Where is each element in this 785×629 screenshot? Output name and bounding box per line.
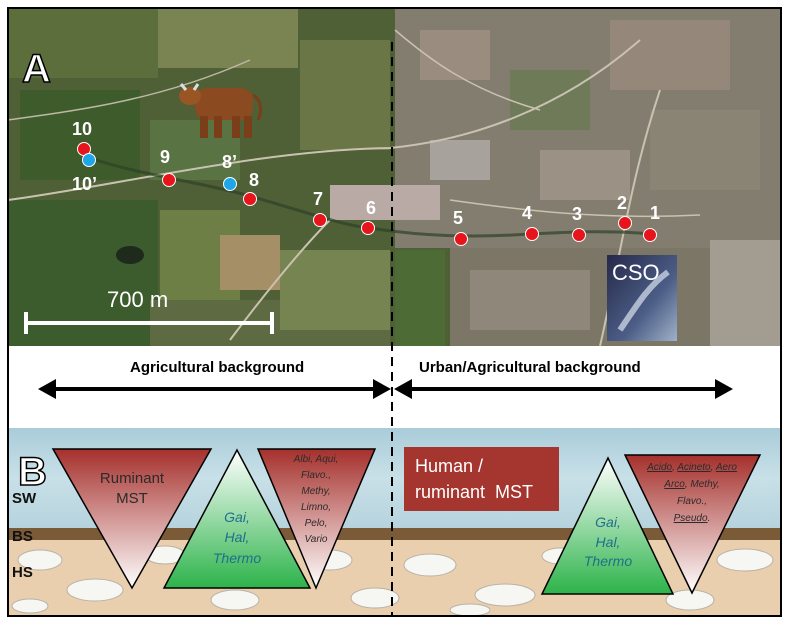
taxa-left-line4: Limno, xyxy=(301,502,331,513)
site-5 xyxy=(454,232,468,246)
cso-label: CSO xyxy=(612,260,660,285)
site-8-prime xyxy=(223,177,237,191)
taxa-right-line4: Pseudo. xyxy=(674,513,711,524)
gai-hal-thermo-triangle-left: Gai, Hal, Thermo xyxy=(162,448,312,589)
ruminant-mst-line1: Ruminant xyxy=(100,470,165,487)
site-1 xyxy=(643,228,657,242)
layer-label-hs: HS xyxy=(12,564,33,581)
taxa-pseudo: Pseudo xyxy=(674,513,708,524)
taxa-triangle-right: Acido, Acineto, Aero Arco, Methy, Flavo.… xyxy=(623,454,762,595)
taxa-right-line1: Acido, Acineto, Aero xyxy=(646,462,737,473)
gai-hal-thermo-triangle-right: Gai, Hal, Thermo xyxy=(540,456,675,595)
site-label-9: 9 xyxy=(160,147,170,167)
site-label-8-prime: 8’ xyxy=(222,152,237,172)
gai-right-line3: Thermo xyxy=(584,553,632,569)
site-label-6: 6 xyxy=(366,198,376,218)
gai-left-line2: Hal, xyxy=(225,529,250,545)
ruminant-mst-line2: MST xyxy=(116,490,148,507)
site-label-10-prime: 10’ xyxy=(72,174,97,194)
site-3 xyxy=(572,228,586,242)
human-ruminant-mst-box: Human / ruminant MST xyxy=(404,447,559,511)
site-label-2: 2 xyxy=(617,193,627,213)
site-7 xyxy=(313,213,327,227)
scale-bar-label: 700 m xyxy=(107,287,168,312)
layer-label-sw: SW xyxy=(12,490,37,507)
layer-label-bs: BS xyxy=(12,528,33,545)
gai-right-line1: Gai, xyxy=(595,514,621,530)
gai-left-line1: Gai, xyxy=(224,509,250,525)
site-label-1: 1 xyxy=(650,203,660,223)
human-mst-line2: ruminant MST xyxy=(415,482,533,502)
taxa-acineto: Acineto xyxy=(676,462,711,473)
figure-frame xyxy=(7,7,782,617)
site-label-3: 3 xyxy=(572,204,582,224)
taxa-right-line2: Arco, Methy, xyxy=(663,479,719,490)
site-2 xyxy=(618,216,632,230)
site-4 xyxy=(525,227,539,241)
agricultural-background-label: Agricultural background xyxy=(130,359,304,376)
taxa-arco: Arco xyxy=(663,479,685,490)
taxa-acido: Acido xyxy=(646,462,672,473)
taxa-triangle-left: Albi, Aqui, Flavo., Methy, Limno, Pelo, … xyxy=(256,448,377,590)
site-label-7: 7 xyxy=(313,189,323,209)
site-labels: 10 10’ 9 8’ 8 7 6 5 4 3 2 1 xyxy=(72,119,660,228)
site-label-4: 4 xyxy=(522,203,532,223)
taxa-left-line6: Vario xyxy=(305,534,328,545)
taxa-left-line2: Flavo., xyxy=(301,470,331,481)
site-10-prime xyxy=(82,153,96,167)
site-8 xyxy=(243,192,257,206)
ruminant-mst-triangle: Ruminant MST xyxy=(51,448,213,590)
gai-right-line2: Hal, xyxy=(596,534,621,550)
gai-left-line3: Thermo xyxy=(213,550,261,566)
scale-bar: 700 m xyxy=(24,287,274,334)
taxa-dot: . xyxy=(708,513,711,524)
background-arrows: Agricultural background Urban/Agricultur… xyxy=(38,359,733,399)
urban-agricultural-background-label: Urban/Agricultural background xyxy=(419,359,641,376)
panel-a-label: A xyxy=(22,47,51,91)
site-6 xyxy=(361,221,375,235)
site-label-5: 5 xyxy=(453,208,463,228)
sampling-sites xyxy=(77,142,657,246)
site-label-8: 8 xyxy=(249,170,259,190)
cso-photo: CSO xyxy=(607,255,677,341)
taxa-left-line1: Albi, Aqui, xyxy=(293,454,339,465)
taxa-aero: Aero xyxy=(715,462,738,473)
cow-icon xyxy=(179,83,263,138)
site-9 xyxy=(162,173,176,187)
site-label-10: 10 xyxy=(72,119,92,139)
taxa-sep-1: , xyxy=(672,462,677,473)
taxa-right-line3: Flavo., xyxy=(677,496,707,507)
taxa-left-line5: Pelo, xyxy=(305,518,328,529)
taxa-sep-2: , xyxy=(711,462,716,473)
taxa-left-line3: Methy, xyxy=(301,486,330,497)
panel-b-label: B xyxy=(18,450,47,494)
taxa-methy-right: , Methy, xyxy=(685,479,720,490)
human-mst-line1: Human / xyxy=(415,456,483,476)
